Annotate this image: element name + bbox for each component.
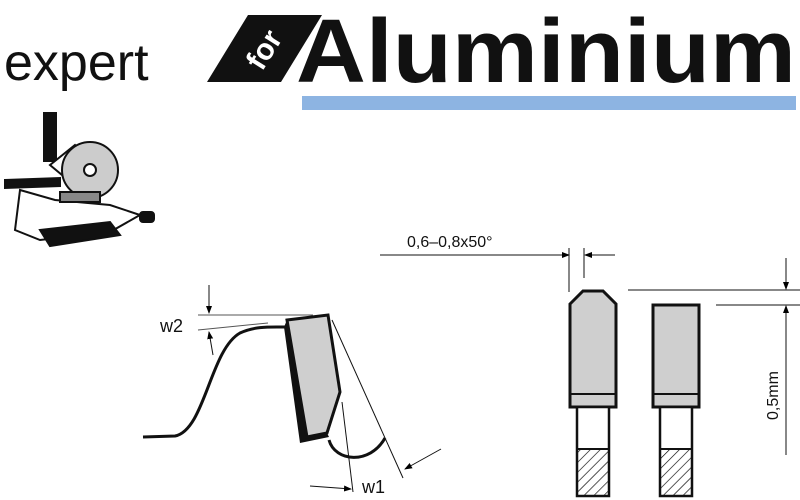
height-label: 0,5mm [765,371,782,420]
tooth-profile [142,285,442,493]
logo-aluminium: Aluminium [296,2,796,102]
accent-bar [302,96,796,110]
chamfered-tooth [568,289,618,409]
label-w1: w1 [361,477,385,497]
flat-tooth [651,303,701,409]
logo-expert: expert [4,34,149,92]
carbide-tip [285,313,342,439]
chamfer-label: 0,6–0,8x50° [407,234,493,251]
tooth-cross-sections [380,248,800,498]
miter-saw-icon [4,112,155,248]
label-w2: w2 [159,316,183,336]
logo-for-badge [207,15,322,82]
